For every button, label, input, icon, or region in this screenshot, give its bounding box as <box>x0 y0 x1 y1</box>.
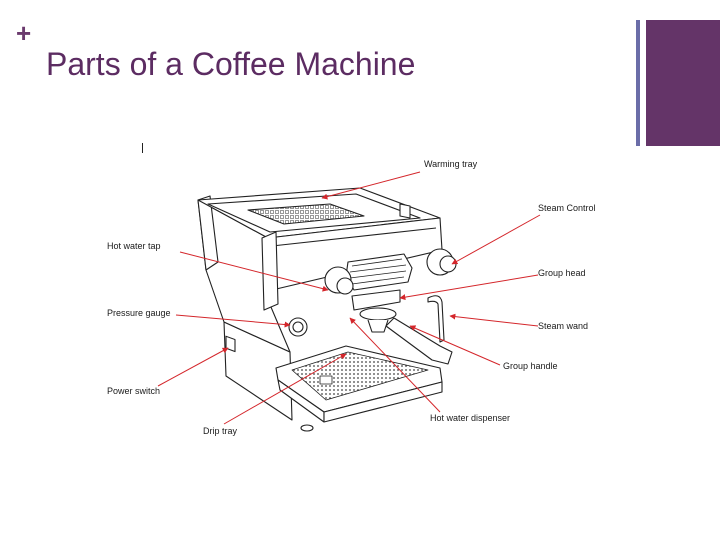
spout <box>367 319 389 333</box>
arrow-hot-water-dispenser <box>349 317 441 413</box>
machine-foot <box>300 424 314 432</box>
decorative-block <box>646 20 720 146</box>
arrow-group-handle <box>409 325 501 366</box>
plus-bullet-icon: + <box>16 18 32 48</box>
label-steam-wand: Steam wand <box>538 321 588 331</box>
arrow-steam-control <box>451 214 541 265</box>
group-head <box>351 289 401 311</box>
arrow-drip-tray <box>223 353 347 425</box>
side-panel <box>261 231 279 311</box>
label-hot-water-dispenser: Hot water dispenser <box>430 413 510 423</box>
left-knob-cap <box>336 277 354 295</box>
callout-labels: Warming tray Steam Control Hot water tap… <box>107 159 596 436</box>
pressure-gauge-face <box>292 321 304 333</box>
power-switch-shape <box>225 335 236 353</box>
label-pressure-gauge: Pressure gauge <box>107 308 171 318</box>
text-cursor <box>142 143 143 153</box>
steam-wand-shape <box>427 295 445 343</box>
group-head-ribs <box>349 258 407 285</box>
back-panel <box>399 203 411 219</box>
arrow-group-head <box>399 274 539 301</box>
arrow-steam-wand <box>449 313 539 327</box>
label-power-switch: Power switch <box>107 386 160 396</box>
portafilter-basket <box>359 307 397 321</box>
arrow-warming-tray <box>321 171 421 200</box>
drip-tray-side <box>323 381 443 423</box>
label-group-handle: Group handle <box>503 361 558 371</box>
drip-tray-window <box>319 375 333 385</box>
label-group-head: Group head <box>538 268 586 278</box>
slide-title: Parts of a Coffee Machine <box>46 46 416 82</box>
right-knob-cap <box>439 255 457 273</box>
arrow-power-switch <box>157 347 229 387</box>
callout-arrows <box>157 171 541 425</box>
decorative-line <box>636 20 640 146</box>
warming-tray-grill <box>247 203 365 225</box>
machine-illustration <box>197 187 457 432</box>
label-steam-control: Steam Control <box>538 203 596 213</box>
label-hot-water-tap: Hot water tap <box>107 241 161 251</box>
box-edge <box>271 227 437 247</box>
arrow-pressure-gauge <box>175 314 291 328</box>
label-drip-tray: Drip tray <box>203 426 238 436</box>
arrow-hot-water-tap <box>179 251 329 292</box>
label-warming-tray: Warming tray <box>424 159 478 169</box>
